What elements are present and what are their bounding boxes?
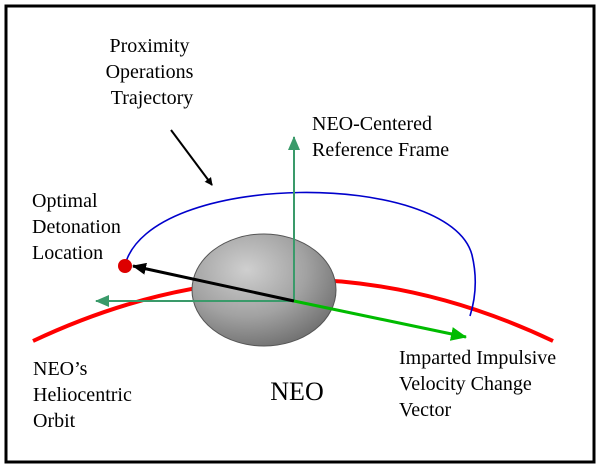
neo-body [191,233,337,347]
diagram-border [4,4,596,464]
label-detonation-location: Optimal Detonation Location [32,190,126,264]
velocity-change-vector [293,299,467,341]
detonation-point [118,259,132,273]
trajectory-pointer-arrow [170,129,213,186]
label-heliocentric-orbit: NEO’s Heliocentric Orbit [33,358,137,432]
proximity-trajectory [124,191,477,317]
label-neo: NEO [270,377,323,406]
detonation-vector [132,262,295,303]
label-velocity-change: Imparted Impulsive Velocity Change Vecto… [399,347,561,421]
label-trajectory: Proximity Operations Trajectory [106,35,199,109]
label-reference-frame: NEO-Centered Reference Frame [312,113,449,161]
